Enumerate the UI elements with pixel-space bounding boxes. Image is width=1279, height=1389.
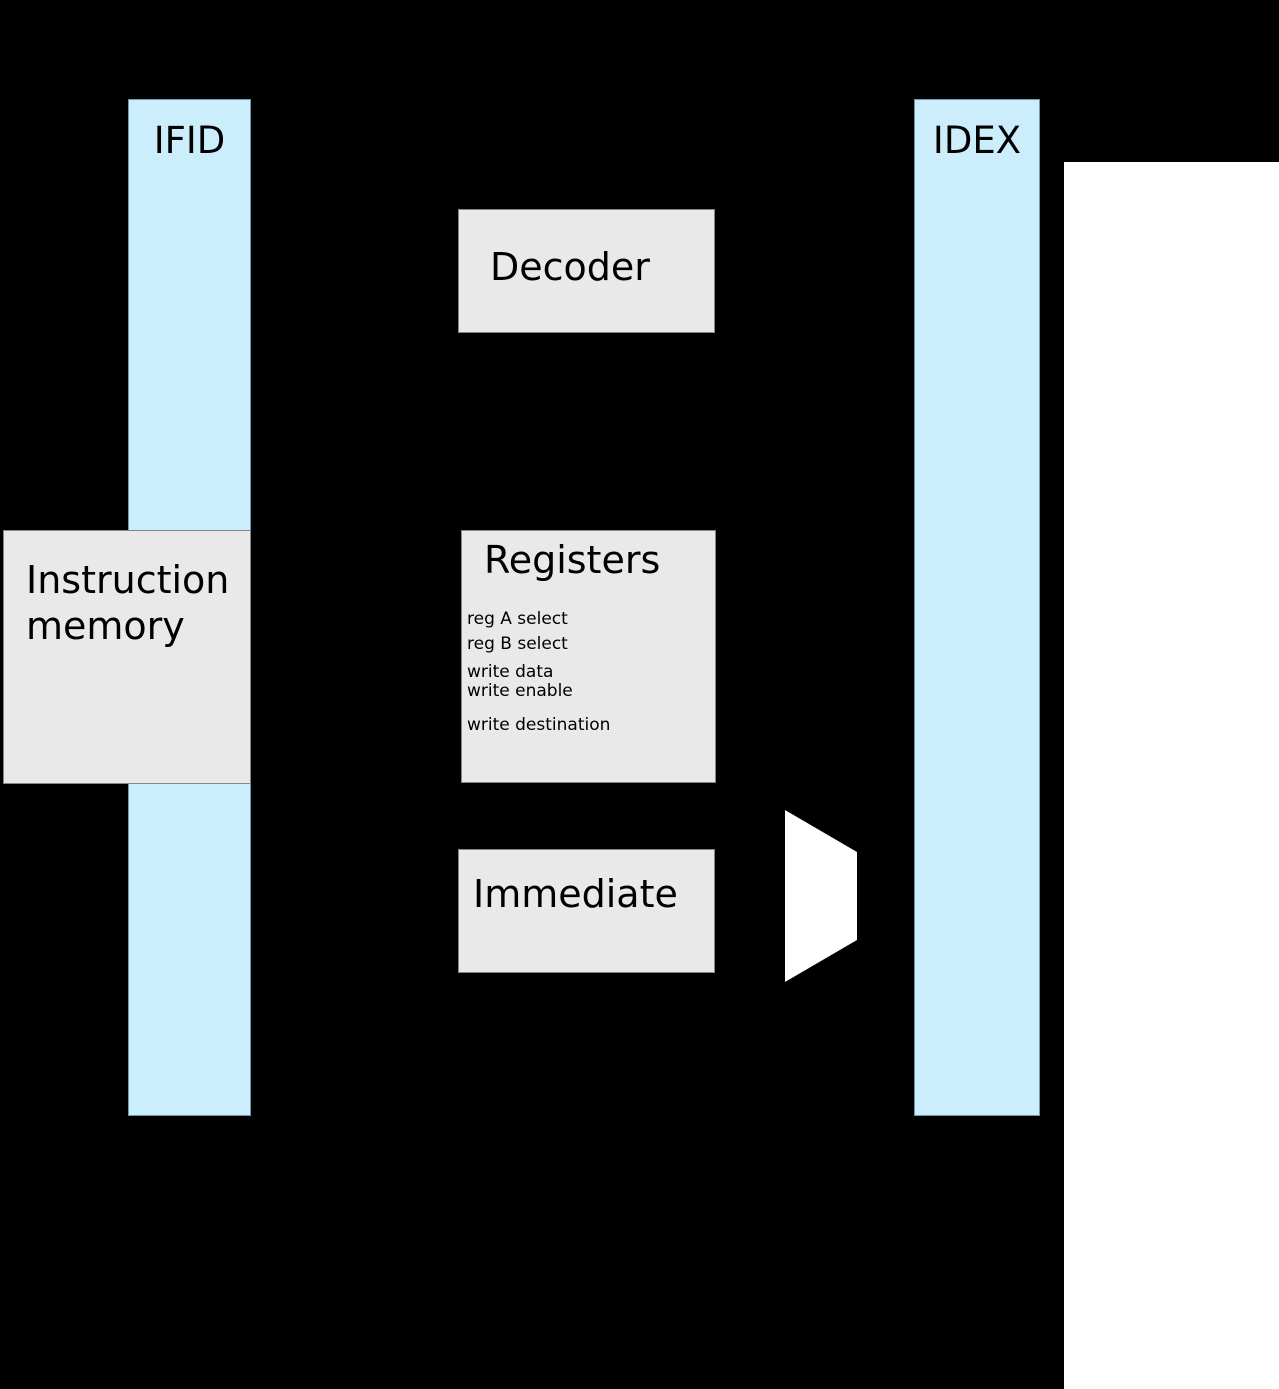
multiplexer-block[interactable] bbox=[783, 808, 859, 984]
pipeline-register-idex-label: IDEX bbox=[932, 119, 1022, 162]
pipeline-register-ifid-label: IFID bbox=[153, 119, 226, 162]
multiplexer-icon bbox=[785, 810, 857, 982]
registers-signal-reg-a-select: reg A select bbox=[467, 609, 568, 629]
white-backdrop-region bbox=[1064, 162, 1279, 1389]
registers-label: Registers bbox=[484, 538, 661, 582]
immediate-block[interactable]: Immediate bbox=[458, 849, 715, 973]
pipeline-register-idex[interactable]: IDEX bbox=[914, 99, 1040, 1116]
decoder-block[interactable]: Decoder bbox=[458, 209, 715, 333]
registers-signal-reg-b-select: reg B select bbox=[467, 634, 568, 654]
registers-signal-write-data: write data bbox=[467, 662, 554, 682]
registers-signal-write-enable: write enable bbox=[467, 681, 573, 701]
registers-block[interactable]: Registers reg A select reg B select writ… bbox=[461, 530, 716, 783]
registers-signal-write-destination: write destination bbox=[467, 715, 611, 735]
decoder-label: Decoder bbox=[490, 245, 650, 289]
instruction-memory-label: Instruction memory bbox=[26, 558, 230, 648]
immediate-label: Immediate bbox=[473, 872, 678, 916]
instruction-memory-block[interactable]: Instruction memory bbox=[3, 530, 251, 784]
